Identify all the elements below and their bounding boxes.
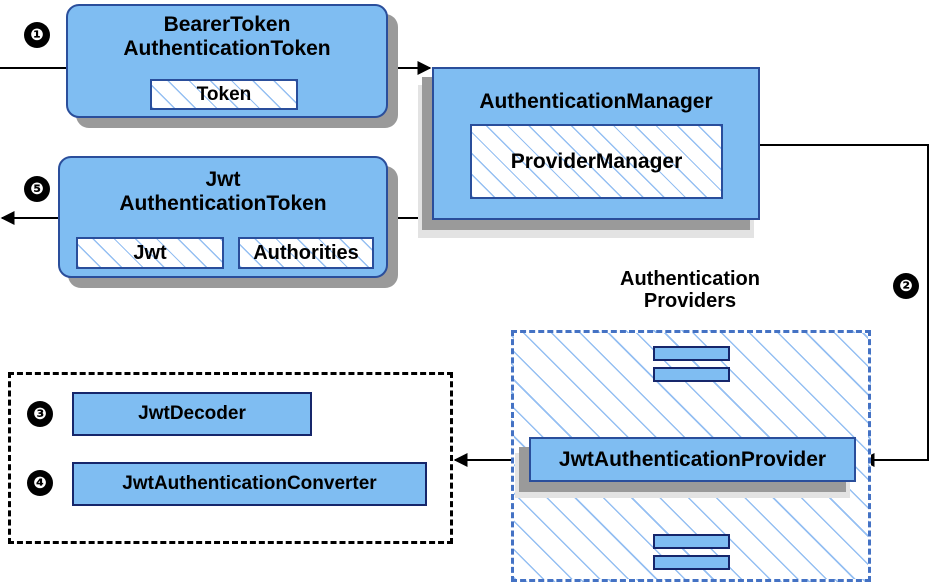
- jwt-authentication-provider-label: JwtAuthenticationProvider: [558, 447, 827, 471]
- authentication-providers-title: Authentication Providers: [620, 268, 760, 313]
- authorities-chip-label: Authorities: [253, 241, 359, 264]
- jwt-decoder-node[interactable]: JwtDecoder: [72, 392, 312, 436]
- provider-manager-label: ProviderManager: [510, 149, 683, 173]
- provider-placeholder-bar-bottom-2: [653, 555, 730, 570]
- token-chip: Token: [150, 79, 298, 110]
- bearer-token-label: BearerToken AuthenticationToken: [123, 13, 331, 60]
- step-bullet-5: ❺: [24, 176, 50, 202]
- provider-placeholder-bar-top-2: [653, 367, 730, 382]
- edge-manager-to-provider: [760, 144, 929, 467]
- step-bullet-1: ❶: [24, 22, 50, 48]
- jwt-chip: Jwt: [76, 237, 224, 269]
- jwt-authentication-converter-node[interactable]: JwtAuthenticationConverter: [72, 462, 427, 506]
- jwt-authentication-token-label: Jwt AuthenticationToken: [119, 168, 327, 215]
- jwt-authentication-converter-label: JwtAuthenticationConverter: [122, 473, 377, 494]
- provider-manager-chip: ProviderManager: [470, 124, 723, 199]
- provider-placeholder-bar-top-1: [653, 346, 730, 361]
- token-chip-label: Token: [196, 83, 252, 105]
- step-bullet-4: ❹: [27, 470, 53, 496]
- jwt-chip-label: Jwt: [133, 241, 167, 264]
- authentication-manager-label: AuthenticationManager: [479, 90, 713, 113]
- authorities-chip: Authorities: [238, 237, 374, 269]
- provider-placeholder-bar-bottom-1: [653, 534, 730, 549]
- step-bullet-3: ❸: [27, 401, 53, 427]
- jwt-decoder-label: JwtDecoder: [138, 403, 246, 424]
- jwt-authentication-provider-node[interactable]: JwtAuthenticationProvider: [529, 437, 856, 482]
- step-bullet-2: ❷: [893, 273, 919, 299]
